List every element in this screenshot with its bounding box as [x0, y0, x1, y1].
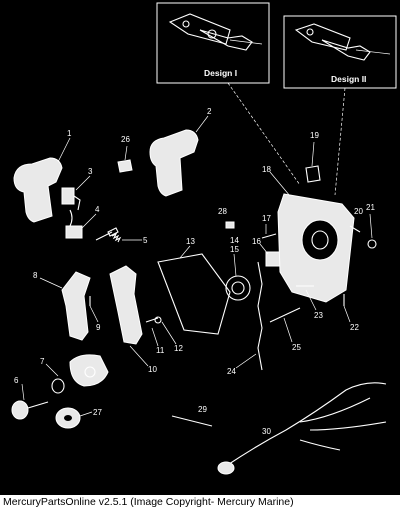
part-16-bracket[interactable]: 16 [252, 237, 283, 267]
part-27-washer[interactable]: 27 [55, 407, 102, 429]
part-12-washer[interactable]: 12 [154, 316, 183, 353]
callout-29: 29 [198, 405, 207, 414]
part-9-pin[interactable]: 9 [89, 296, 101, 332]
callout-18: 18 [262, 165, 271, 174]
part-3-switch[interactable]: 3 [61, 167, 93, 211]
callout-15: 15 [230, 245, 239, 254]
part-25-spring[interactable]: 25 [269, 307, 301, 352]
callout-7: 7 [40, 357, 45, 366]
part-18-housing[interactable]: 18 [262, 165, 355, 303]
callout-1: 1 [67, 129, 72, 138]
callout-3: 3 [88, 167, 93, 176]
part-30-wire-harness[interactable]: 30 [217, 382, 387, 475]
callout-19: 19 [310, 131, 319, 140]
part-5-spring[interactable]: 5 [111, 232, 148, 245]
callout-14: 14 [230, 236, 239, 245]
part-29-pin[interactable]: 29 [171, 405, 213, 427]
part-washer[interactable] [51, 378, 65, 394]
callout-16: 16 [252, 237, 261, 246]
part-10-lever-right[interactable]: 10 [109, 265, 157, 374]
callout-21: 21 [366, 203, 375, 212]
callout-30: 30 [262, 427, 271, 436]
inset-design-2-label: Design II [331, 74, 366, 84]
part-19-plate[interactable]: 19 [305, 131, 321, 183]
callout-10: 10 [148, 365, 157, 374]
part-17-screw[interactable]: 17 [261, 214, 277, 239]
callout-5: 5 [143, 236, 148, 245]
callout-2: 2 [207, 107, 212, 116]
part-23-screw[interactable]: 23 [296, 285, 323, 320]
callout-8: 8 [33, 271, 38, 280]
callout-13: 13 [186, 237, 195, 246]
callout-28: 28 [218, 207, 227, 216]
callout-6: 6 [14, 376, 19, 385]
exploded-parts-diagram: Design I Design II 1 2 [0, 0, 400, 495]
part-4-switch-assembly[interactable]: 4 [65, 205, 100, 239]
part-20-screw[interactable]: 20 [349, 207, 363, 233]
part-11-screw[interactable]: 11 [145, 317, 165, 355]
callout-17: 17 [262, 214, 271, 223]
inset-design-1-label: Design I [204, 68, 237, 78]
callout-23: 23 [314, 311, 323, 320]
callout-4: 4 [95, 205, 100, 214]
part-2-handle[interactable]: 2 [149, 107, 212, 197]
part-24-chain[interactable]: 24 [227, 261, 263, 376]
callout-11: 11 [156, 346, 165, 355]
callout-27: 27 [93, 408, 102, 417]
inset-design-1[interactable]: Design I [156, 2, 270, 84]
callout-9: 9 [96, 323, 101, 332]
part-8-lever-left[interactable]: 8 [33, 271, 91, 341]
part-21-nut[interactable]: 21 [366, 203, 377, 249]
callout-26: 26 [121, 135, 130, 144]
part-screw-small[interactable] [95, 227, 119, 241]
inset-design-2[interactable]: Design II [283, 15, 397, 89]
part-6-knob-bolt[interactable]: 6 [11, 376, 49, 420]
callout-24: 24 [227, 367, 236, 376]
part-28-clip[interactable]: 28 [218, 207, 235, 229]
callout-22: 22 [350, 323, 359, 332]
image-caption: MercuryPartsOnline v2.5.1 (Image Copyrig… [3, 496, 294, 508]
part-1-handle[interactable]: 1 [13, 129, 72, 223]
callout-25: 25 [292, 343, 301, 352]
callout-20: 20 [354, 207, 363, 216]
part-14-15-bushing[interactable]: 14 15 [225, 236, 251, 301]
part-7-cam[interactable]: 7 [40, 354, 109, 387]
inset-2-leader [334, 87, 346, 196]
part-22-pin[interactable]: 22 [343, 294, 359, 332]
inset-1-leader [227, 82, 301, 186]
callout-12: 12 [174, 344, 183, 353]
part-26-block[interactable]: 26 [117, 135, 133, 173]
part-13-gasket[interactable]: 13 [157, 237, 231, 335]
